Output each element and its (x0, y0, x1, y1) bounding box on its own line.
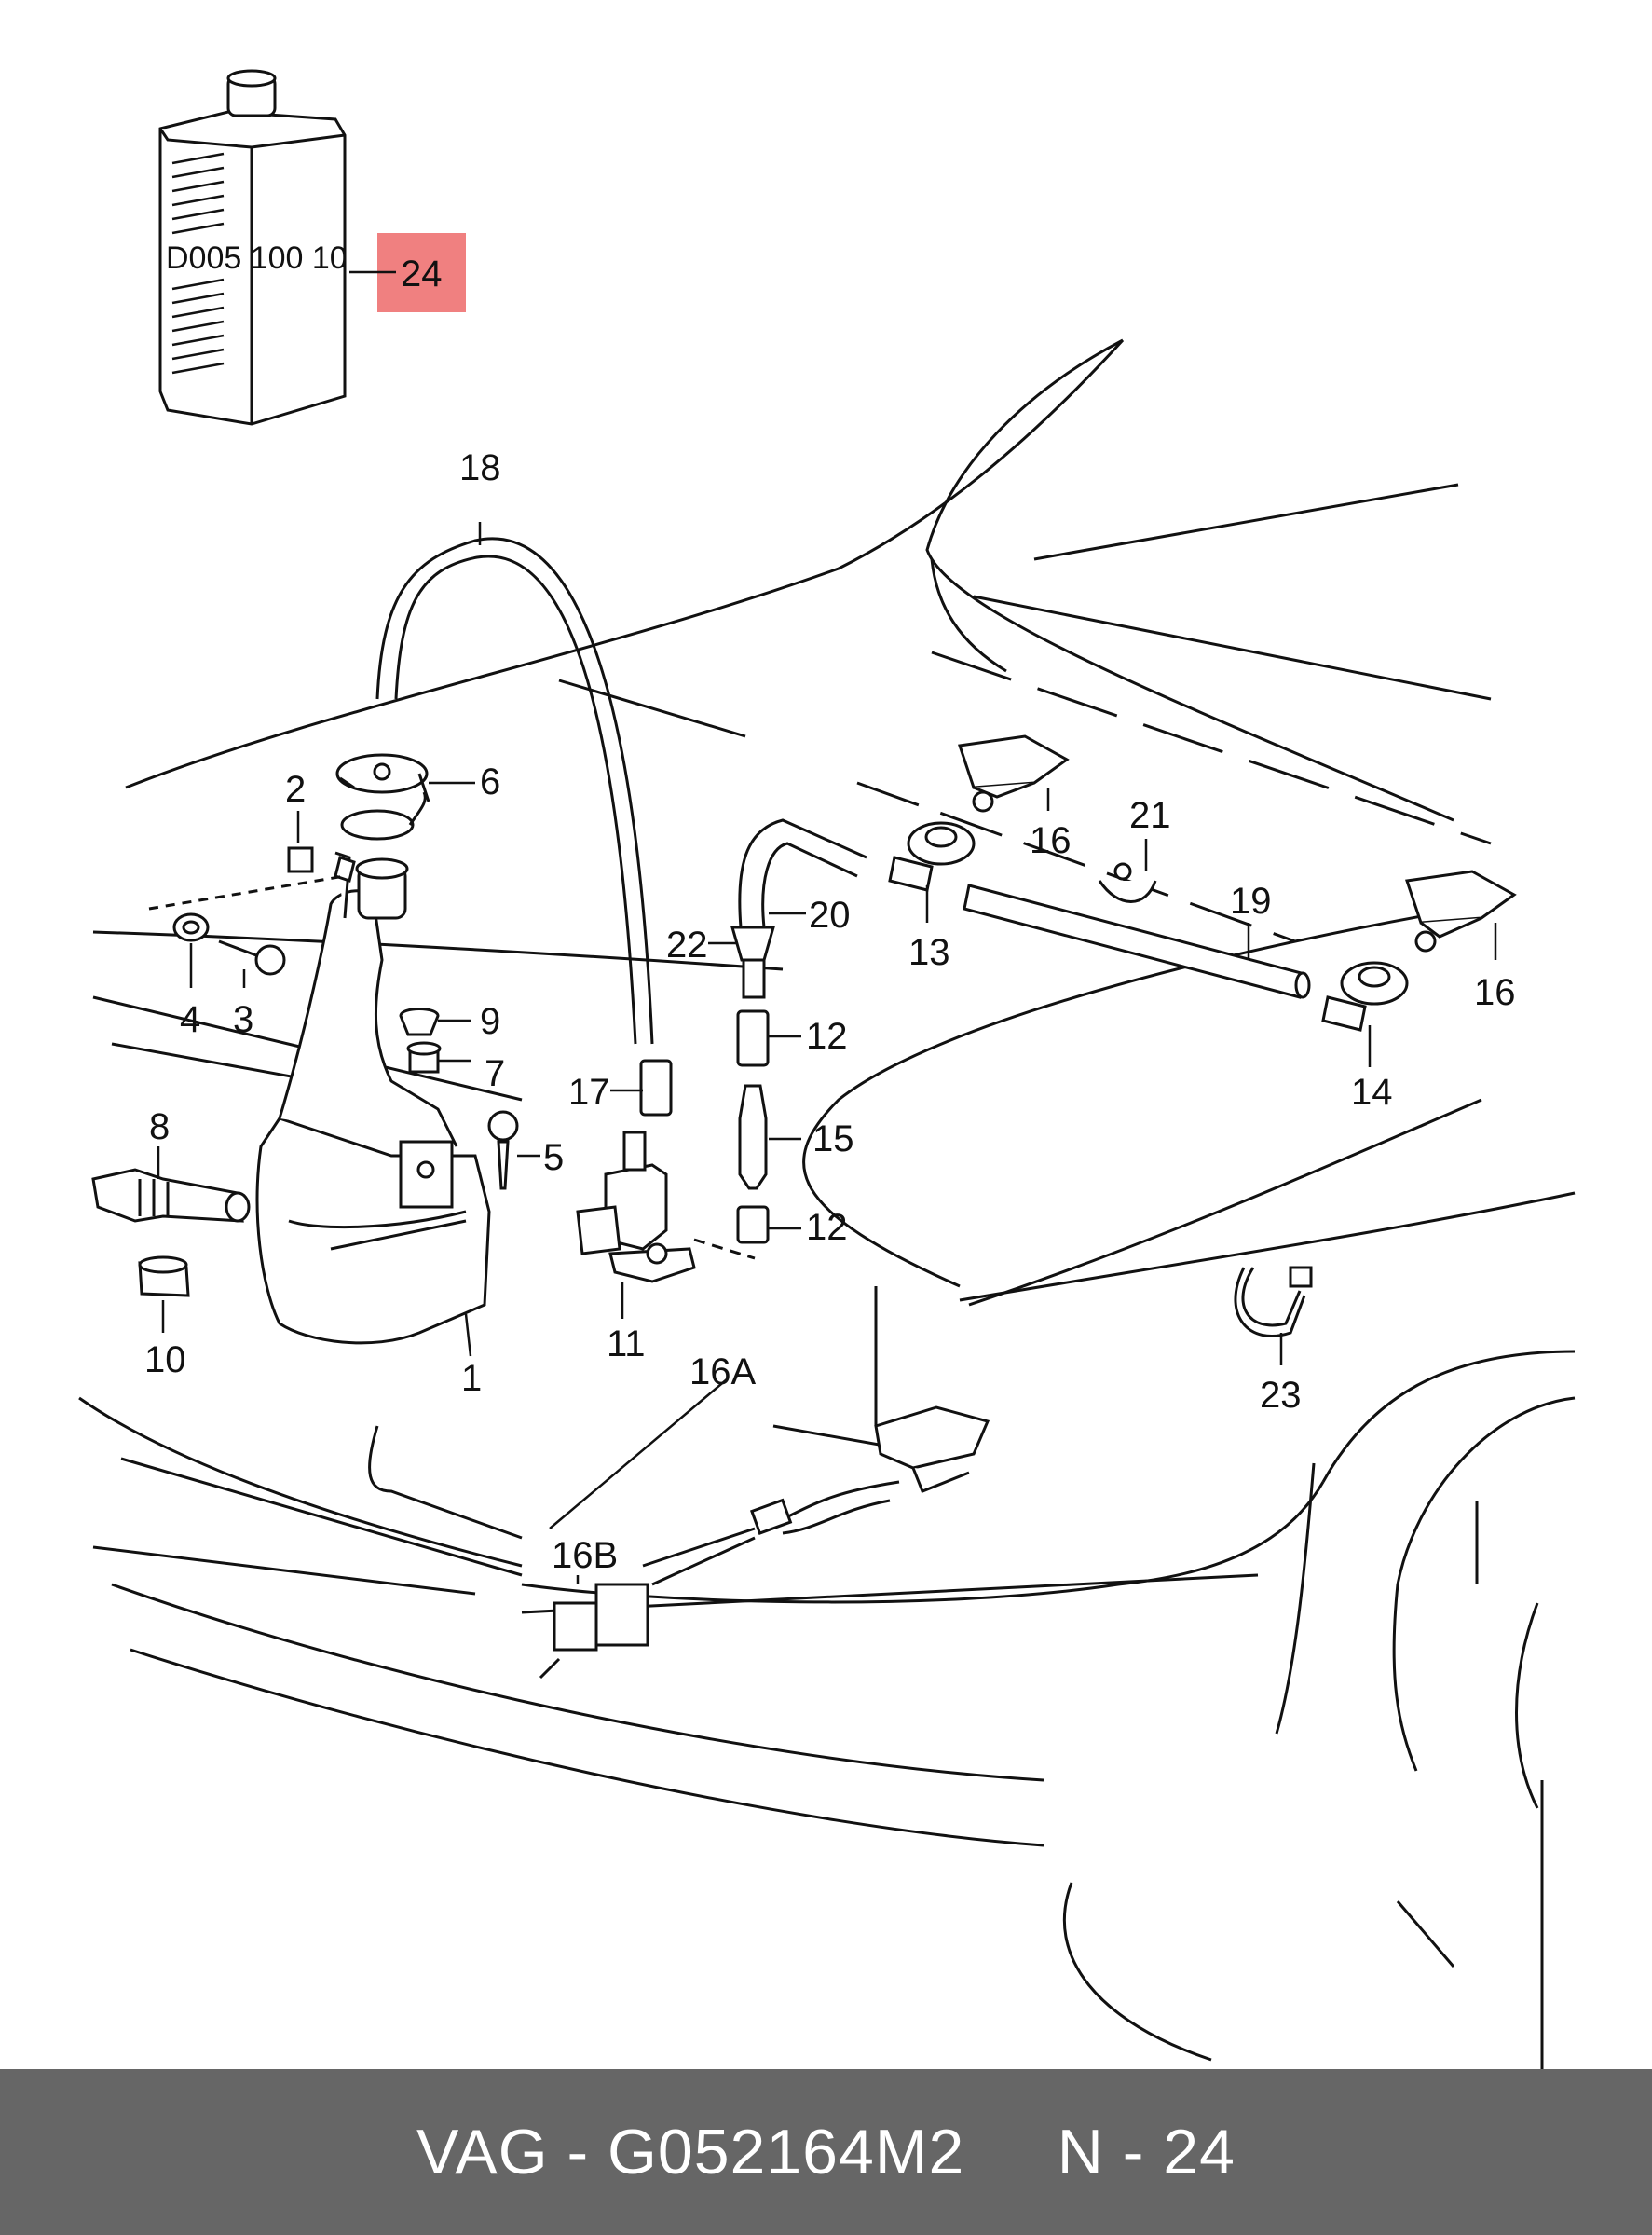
washer-reservoir (255, 851, 491, 1345)
hose-18 (375, 537, 654, 1045)
bottle-code-text: D005 100 10 (166, 240, 348, 276)
callout-5: 5 (543, 1137, 564, 1178)
callouts: 18 6 2 4 3 9 7 5 8 10 1 11 17 20 22 12 1… (144, 254, 1516, 1576)
callout-16B: 16B (552, 1535, 618, 1576)
callout-1: 1 (461, 1358, 482, 1399)
filler-cap-6 (335, 753, 430, 841)
callout-14: 14 (1351, 1072, 1393, 1113)
callout-12-lower: 12 (806, 1207, 848, 1248)
callout-19: 19 (1230, 881, 1272, 922)
callout-15: 15 (812, 1118, 854, 1159)
footer-bar: VAG - G052164M2 N - 24 (0, 2069, 1652, 2235)
bracket-and-fasteners (148, 846, 356, 976)
hose-connectors (639, 818, 867, 1244)
footer-part-ref: VAG - G052164M2 (416, 2117, 965, 2187)
cable-tie-23 (1234, 1266, 1313, 1337)
grommets-9-7 (399, 1008, 442, 1074)
parts-diagram: D005 100 10 (78, 69, 1576, 2069)
callout-16-right: 16 (1474, 972, 1516, 1013)
callout-16A: 16A (689, 1351, 756, 1392)
footer-text: VAG - G052164M2 N - 24 (416, 2116, 1236, 2188)
callout-7: 7 (485, 1053, 505, 1094)
callout-18: 18 (459, 447, 501, 488)
callout-24: 24 (401, 254, 443, 295)
callout-4: 4 (180, 999, 200, 1040)
grommet-10 (138, 1255, 190, 1297)
callout-10: 10 (144, 1339, 186, 1380)
callout-20: 20 (809, 895, 851, 936)
callout-9: 9 (480, 1001, 500, 1042)
callout-3: 3 (233, 999, 253, 1040)
screw-5 (487, 1110, 519, 1190)
callout-13: 13 (908, 932, 950, 973)
callout-21: 21 (1129, 795, 1171, 836)
callout-17: 17 (568, 1072, 610, 1113)
callout-11: 11 (607, 1323, 646, 1364)
fluid-bottle (158, 69, 347, 426)
wiring-harness-16 (539, 1405, 990, 1680)
callout-8: 8 (149, 1106, 170, 1147)
washer-nozzles (888, 734, 1517, 1032)
callout-16-left: 16 (1030, 820, 1072, 861)
leader-lines (157, 522, 1497, 1584)
callout-22: 22 (666, 925, 708, 966)
callout-23: 23 (1260, 1375, 1302, 1416)
washer-pump-11 (576, 1131, 756, 1283)
level-sensor-8 (91, 1168, 251, 1223)
footer-page-ref: N - 24 (1057, 2117, 1236, 2187)
callout-2: 2 (285, 769, 306, 810)
callout-6: 6 (480, 761, 500, 802)
callout-12-upper: 12 (806, 1016, 848, 1057)
